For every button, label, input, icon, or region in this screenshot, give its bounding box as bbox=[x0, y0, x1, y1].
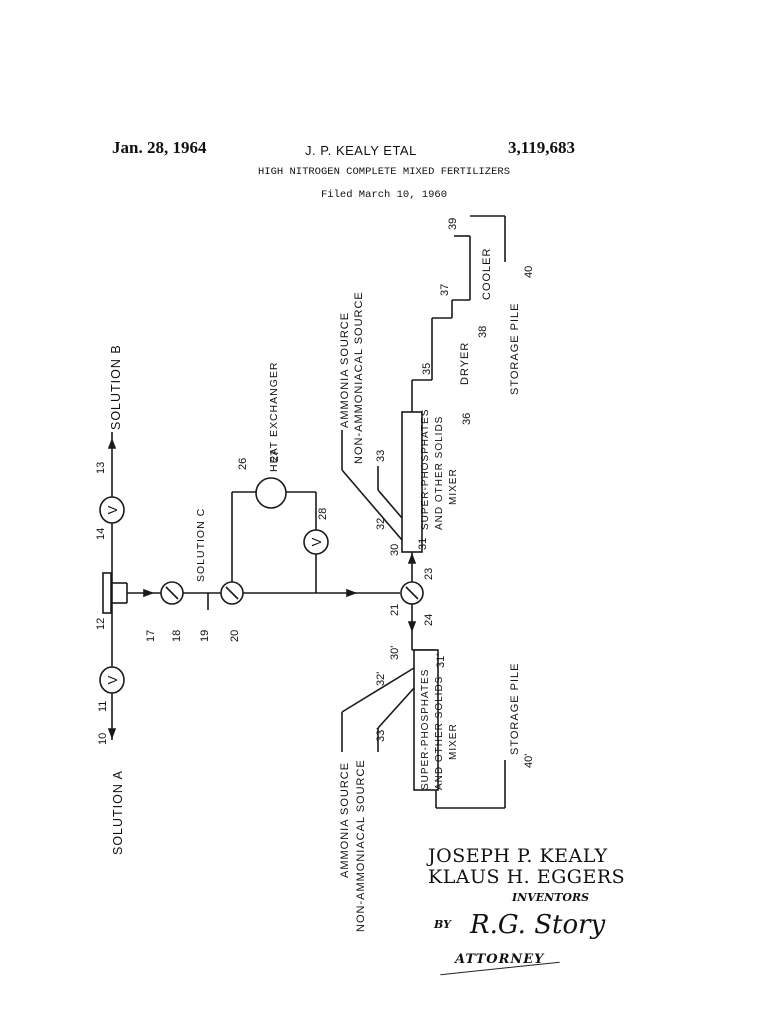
superphosphates-upper: SUPER-PHOSPHATES bbox=[420, 409, 431, 530]
storage-pile-upper: STORAGE PILE bbox=[509, 303, 521, 396]
ref-26: 26 bbox=[237, 458, 249, 470]
ref-17: 17 bbox=[145, 630, 157, 642]
by-label: BY bbox=[434, 918, 451, 931]
cooler-label: COOLER bbox=[481, 248, 493, 300]
ref-30: 30 bbox=[389, 544, 401, 556]
ref-28: 28 bbox=[317, 508, 329, 520]
ref-18: 18 bbox=[171, 630, 183, 642]
ref-24: 24 bbox=[423, 614, 435, 626]
ref-13: 13 bbox=[95, 462, 107, 474]
superphosphates-lower: SUPER-PHOSPHATES bbox=[420, 669, 431, 790]
mixer-lower-label: MIXER bbox=[448, 723, 459, 760]
ref-33: 33 bbox=[375, 450, 387, 462]
ammonia-source-lower: AMMONIA SOURCE bbox=[339, 762, 351, 878]
other-solids-lower: AND OTHER SOLIDS bbox=[434, 676, 445, 790]
arrow-10 bbox=[107, 728, 117, 740]
valve-14 bbox=[99, 496, 125, 524]
mixer-31-box bbox=[401, 411, 423, 553]
ref-21: 21 bbox=[389, 604, 401, 616]
ref-40p: 40' bbox=[523, 754, 535, 768]
attorney-label: ATTORNEY bbox=[455, 952, 545, 967]
filed-date: Filed March 10, 1960 bbox=[320, 189, 448, 201]
inventors-label: INVENTORS bbox=[512, 891, 590, 904]
ref-33p: 33' bbox=[375, 728, 387, 742]
patent-date: Jan. 28, 1964 bbox=[112, 138, 207, 157]
valve-label-11: V bbox=[105, 675, 120, 684]
ref-38: 38 bbox=[477, 326, 489, 338]
ref-23: 23 bbox=[423, 568, 435, 580]
dryer-label: DRYER bbox=[459, 342, 471, 385]
storage-pile-lower: STORAGE PILE bbox=[509, 663, 521, 756]
ref-40: 40 bbox=[523, 266, 535, 278]
other-solids-upper: AND OTHER SOLIDS bbox=[434, 416, 445, 530]
solution-c-label: SOLUTION C bbox=[195, 508, 207, 582]
ref-12: 12 bbox=[95, 618, 107, 630]
non-ammoniacal-lower: NON-AMMONIACAL SOURCE bbox=[355, 759, 367, 932]
patent-number: 3,119,683 bbox=[508, 138, 576, 157]
patent-title: HIGH NITROGEN COMPLETE MIXED FERTILIZERS bbox=[257, 166, 511, 178]
inventor-1-signature: JOSEPH P. KEALY bbox=[428, 845, 608, 867]
tee-junction-12 bbox=[102, 572, 112, 614]
non-ammoniacal-upper: NON-AMMONIACAL SOURCE bbox=[353, 291, 365, 464]
patent-header: Jan. 28, 1964 J. P. KEALY ETAL 3,119,683… bbox=[0, 0, 768, 220]
valve-label-28: V bbox=[309, 537, 324, 546]
heat-exchanger-label: HEAT EXCHANGER bbox=[268, 362, 280, 472]
attorney-signature: R.G. Story bbox=[470, 910, 606, 940]
ref-36: 36 bbox=[461, 413, 473, 425]
ammonia-source-upper: AMMONIA SOURCE bbox=[339, 312, 351, 428]
valve-11 bbox=[99, 666, 125, 694]
mixer-31p-box bbox=[413, 649, 439, 791]
arrow-13 bbox=[107, 437, 117, 449]
ref-35: 35 bbox=[421, 363, 433, 375]
ref-32: 32 bbox=[375, 518, 387, 530]
ref-27: 27 bbox=[269, 450, 281, 462]
mixer-upper-label: MIXER bbox=[448, 468, 459, 505]
solution-a-label: SOLUTION A bbox=[111, 770, 125, 855]
ref-31p: 31' bbox=[435, 654, 447, 668]
ref-32p: 32' bbox=[375, 672, 387, 686]
ref-11: 11 bbox=[97, 701, 109, 712]
header-inventors: J. P. KEALY ETAL bbox=[305, 143, 417, 158]
ref-31: 31 bbox=[417, 538, 429, 550]
valve-label-14: V bbox=[105, 505, 120, 514]
ref-14: 14 bbox=[95, 528, 107, 540]
ref-37: 37 bbox=[439, 284, 451, 296]
ref-30p: 30' bbox=[389, 646, 401, 660]
ref-39: 39 bbox=[447, 218, 459, 230]
inventor-2-signature: KLAUS H. EGGERS bbox=[428, 866, 626, 888]
heat-exchanger-27 bbox=[255, 477, 287, 509]
ref-10: 10 bbox=[97, 733, 109, 745]
ref-20: 20 bbox=[229, 630, 241, 642]
ref-19: 19 bbox=[199, 630, 211, 642]
solution-b-label: SOLUTION B bbox=[109, 344, 123, 430]
